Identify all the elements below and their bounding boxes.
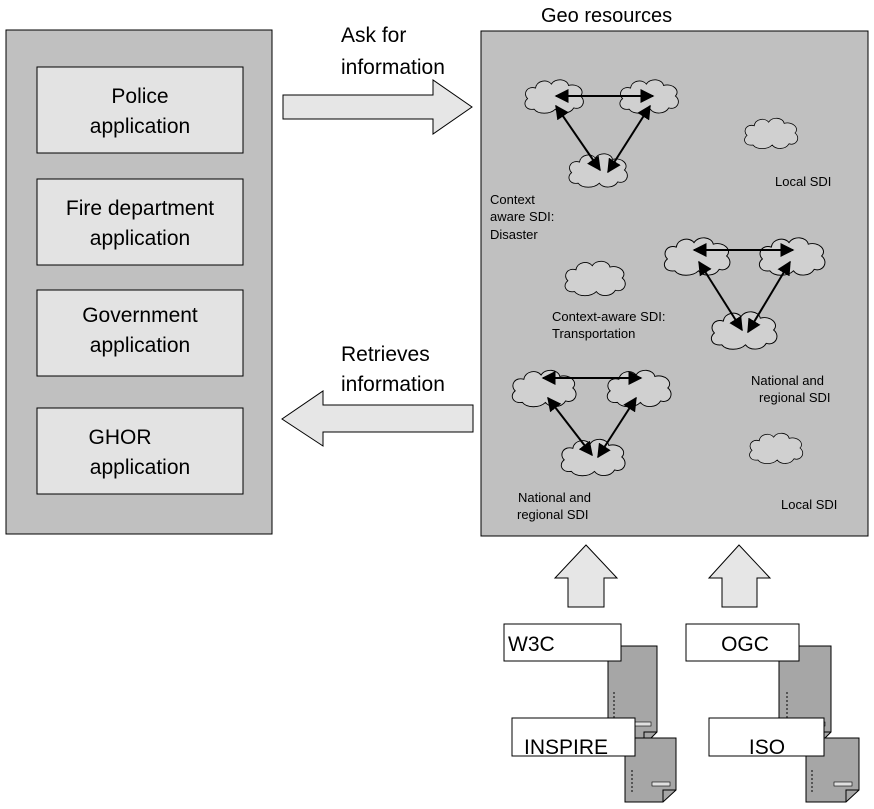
app-label-line2: application [90,334,190,357]
context-disaster-line1: Context [490,192,535,207]
app-box-police: Police application [36,66,244,154]
label-national-right-line2: regional SDI [759,390,831,405]
geo-resources-title: Geo resources [541,5,672,27]
standard-label: OGC [721,633,769,656]
label-context-disaster: Context aware SDI: Disaster [490,192,554,242]
app-label-line2: application [90,115,190,138]
geo-resources-panel: Geo resources [480,5,869,537]
standard-label: INSPIRE [524,736,608,759]
label-local-sdi-top: Local SDI [775,174,831,189]
link-arrow [698,260,743,332]
link-arrow [747,260,791,334]
standard-inspire: INSPIRE [511,717,677,803]
app-label-line2: application [90,456,190,479]
link-arrow [555,104,601,172]
sdi-network-national-right [663,237,826,350]
retrieve-label-line2: information [341,373,445,396]
ask-for-information-arrow: Ask for information [282,24,473,135]
sdi-network-national-bottom [511,369,672,477]
standard-label: ISO [749,736,785,759]
app-label-line1: Fire department [66,197,214,220]
label-local-sdi-bottom: Local SDI [781,497,837,512]
label-national-bottom-line1: National and [518,490,591,505]
sdi-network-disaster [524,79,679,188]
app-label-line1: Government [82,304,198,327]
link-arrow [607,104,651,174]
label-context-transport-line1: Context-aware SDI: [552,309,665,324]
app-label-line1: Police [111,85,168,108]
context-disaster-line2: aware SDI: [490,209,554,224]
up-arrow-ogc-iso [707,544,772,608]
app-box-government: Government application [36,289,244,377]
up-arrow-w3c-inspire [553,544,619,608]
label-context-transport-line2: Transportation [552,326,635,341]
retrieve-label-line1: Retrieves [341,343,430,366]
app-label-line2: application [90,227,190,250]
app-box-fire-department: Fire department application [36,178,244,266]
ask-label-line1: Ask for [341,24,406,47]
link-arrow [597,396,637,459]
app-label-line1: GHOR [89,426,152,449]
retrieves-information-arrow: Retrieves information [281,343,474,447]
standard-iso: ISO [708,717,860,803]
ask-label-line2: information [341,56,445,79]
label-national-bottom-line2: regional SDI [517,507,589,522]
label-national-right-line1: National and [751,373,824,388]
standard-label: W3C [508,633,555,656]
app-box-ghor: GHOR application [36,407,244,495]
context-disaster-line3: Disaster [490,227,538,242]
link-arrow [547,396,593,457]
